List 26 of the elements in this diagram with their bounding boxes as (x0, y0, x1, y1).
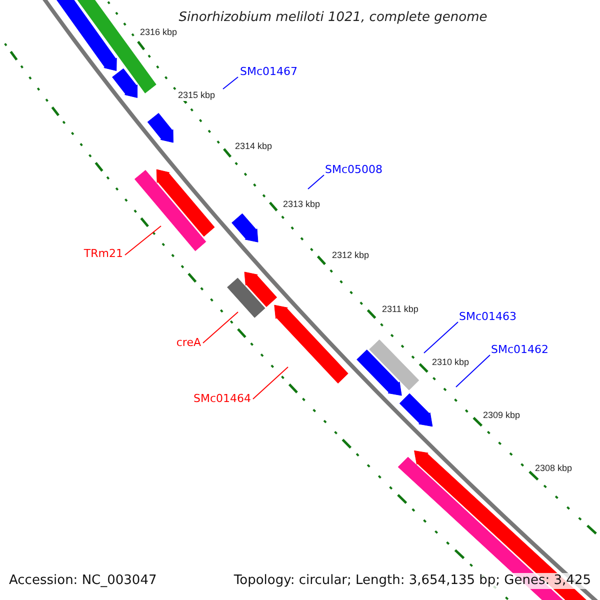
leader-line (456, 354, 490, 388)
scale-label: 2314 kbp (235, 141, 272, 152)
scale-label: 2316 kbp (140, 27, 178, 38)
leader-line (424, 322, 458, 354)
leader-line (308, 174, 324, 190)
gene-label: SMc01467 (240, 65, 298, 78)
gene-label: SMc01464 (193, 392, 251, 405)
footer-text: Accession: NC_003047 (9, 573, 157, 589)
gene-label: SMc01462 (491, 343, 549, 356)
scale-label: 2312 kbp (332, 250, 370, 261)
leader-line (124, 226, 162, 256)
gene-label: SMc05008 (325, 163, 383, 176)
scale-label: 2310 kbp (432, 357, 470, 368)
leader-line (252, 366, 288, 400)
leader-line (222, 76, 238, 90)
gene-label: SMc01463 (459, 310, 517, 323)
scale-label: 2309 kbp (483, 410, 520, 421)
footer-text: Topology: circular; Length: 3,654,135 bp; Genes: 3,425 (234, 573, 591, 589)
scale-label: 2308 kbp (535, 463, 572, 474)
scale-label: 2313 kbp (283, 199, 320, 210)
scale-label: 2311 kbp (382, 304, 418, 315)
gene-label: TRm21 (84, 247, 123, 260)
gene-label: creA (176, 336, 201, 349)
leader-line (202, 312, 238, 344)
diagram-title: Sinorhizobium meliloti 1021, complete genome (178, 9, 488, 27)
scale-label: 2315 kbp (178, 90, 216, 101)
